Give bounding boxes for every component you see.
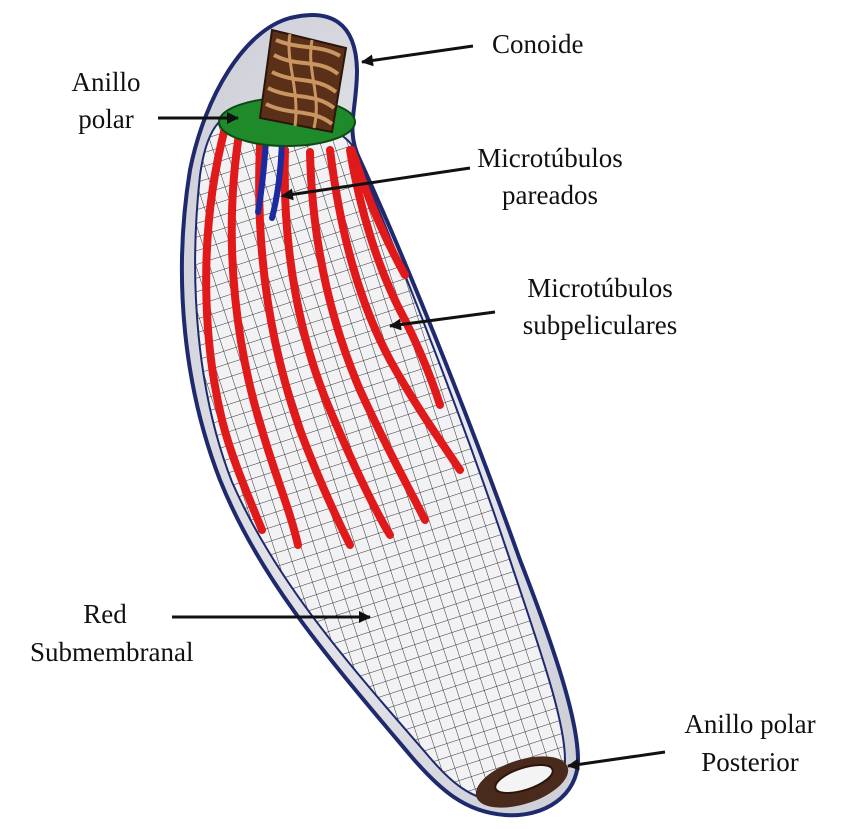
label-microtubulos-subpeliculares-line1: Microtúbulos (500, 270, 700, 306)
label-microtubulos-subpeliculares-line2: subpeliculares (500, 307, 700, 343)
label-conoide: Conoide (492, 26, 584, 62)
label-anillo-polar-posterior-line1: Anillo polar (665, 706, 835, 742)
label-anillo-polar-posterior-line2: Posterior (665, 744, 835, 780)
label-microtubulos-pareados-line2: pareados (470, 177, 630, 213)
arrow-anillo-polar-posterior (568, 752, 665, 766)
label-anillo-polar-line2: polar (60, 101, 152, 137)
label-red-submembranal-line1: Red (30, 596, 180, 632)
conoid (260, 30, 346, 132)
label-microtubulos-pareados-line1: Microtúbulos (470, 140, 630, 176)
label-anillo-polar-line1: Anillo (60, 64, 152, 100)
label-red-submembranal-line2: Submembranal (30, 634, 180, 670)
arrow-conoide (362, 46, 473, 62)
